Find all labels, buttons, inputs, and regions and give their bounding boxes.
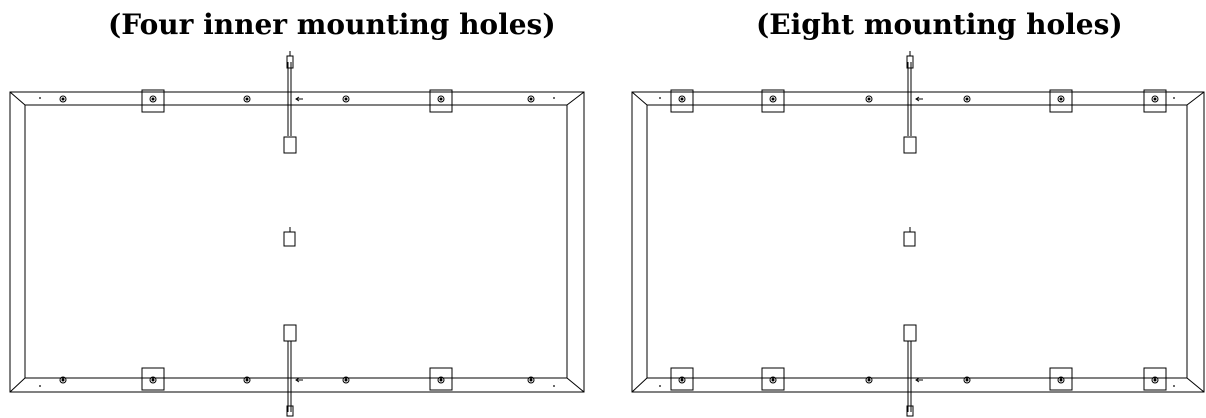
mounting-hole <box>865 95 873 103</box>
mounting-hole <box>342 376 350 384</box>
panel-frame <box>9 91 585 393</box>
mounting-bracket <box>429 89 453 113</box>
arrow-marker <box>915 96 923 102</box>
connector-box <box>903 136 917 154</box>
mounting-hole <box>865 376 873 384</box>
mounting-hole <box>963 376 971 384</box>
mounting-bracket <box>1049 367 1073 391</box>
mounting-bracket <box>761 89 785 113</box>
mounting-bracket <box>141 367 165 391</box>
power-cable-bottom <box>286 341 294 417</box>
arrow-marker <box>915 377 923 383</box>
panel-frame <box>631 91 1205 393</box>
mounting-hole <box>243 95 251 103</box>
mounting-hole <box>963 95 971 103</box>
mounting-hole <box>59 95 67 103</box>
connector-box <box>283 324 297 342</box>
connector-box <box>903 324 917 342</box>
mounting-bracket <box>1143 367 1167 391</box>
corner-screw-dots <box>39 97 555 387</box>
arrow-marker <box>295 377 303 383</box>
panel-diagram-eight-holes <box>631 51 1205 417</box>
corner-screw-dots <box>659 97 1175 387</box>
center-junction-box <box>283 227 296 247</box>
connector-box <box>283 136 297 154</box>
mounting-bracket <box>670 367 694 391</box>
mounting-hole <box>59 376 67 384</box>
power-cable-bottom <box>906 341 914 417</box>
arrow-marker <box>295 96 303 102</box>
mounting-hole <box>527 376 535 384</box>
mounting-bracket <box>1143 89 1167 113</box>
mounting-bracket <box>141 89 165 113</box>
mounting-hole <box>243 376 251 384</box>
power-cable-top <box>906 51 914 136</box>
panel-diagram-four-inner-holes <box>9 51 585 417</box>
mounting-bracket <box>429 367 453 391</box>
panel-title-eight-mounting-holes: (Eight mounting holes) <box>756 8 1123 41</box>
mounting-hole <box>342 95 350 103</box>
power-cable-top <box>286 51 294 136</box>
center-junction-box <box>903 227 916 247</box>
mounting-bracket <box>670 89 694 113</box>
panel-title-four-inner-mounting-holes: (Four inner mounting holes) <box>108 8 556 41</box>
mounting-hole <box>527 95 535 103</box>
mounting-bracket <box>1049 89 1073 113</box>
mounting-bracket <box>761 367 785 391</box>
